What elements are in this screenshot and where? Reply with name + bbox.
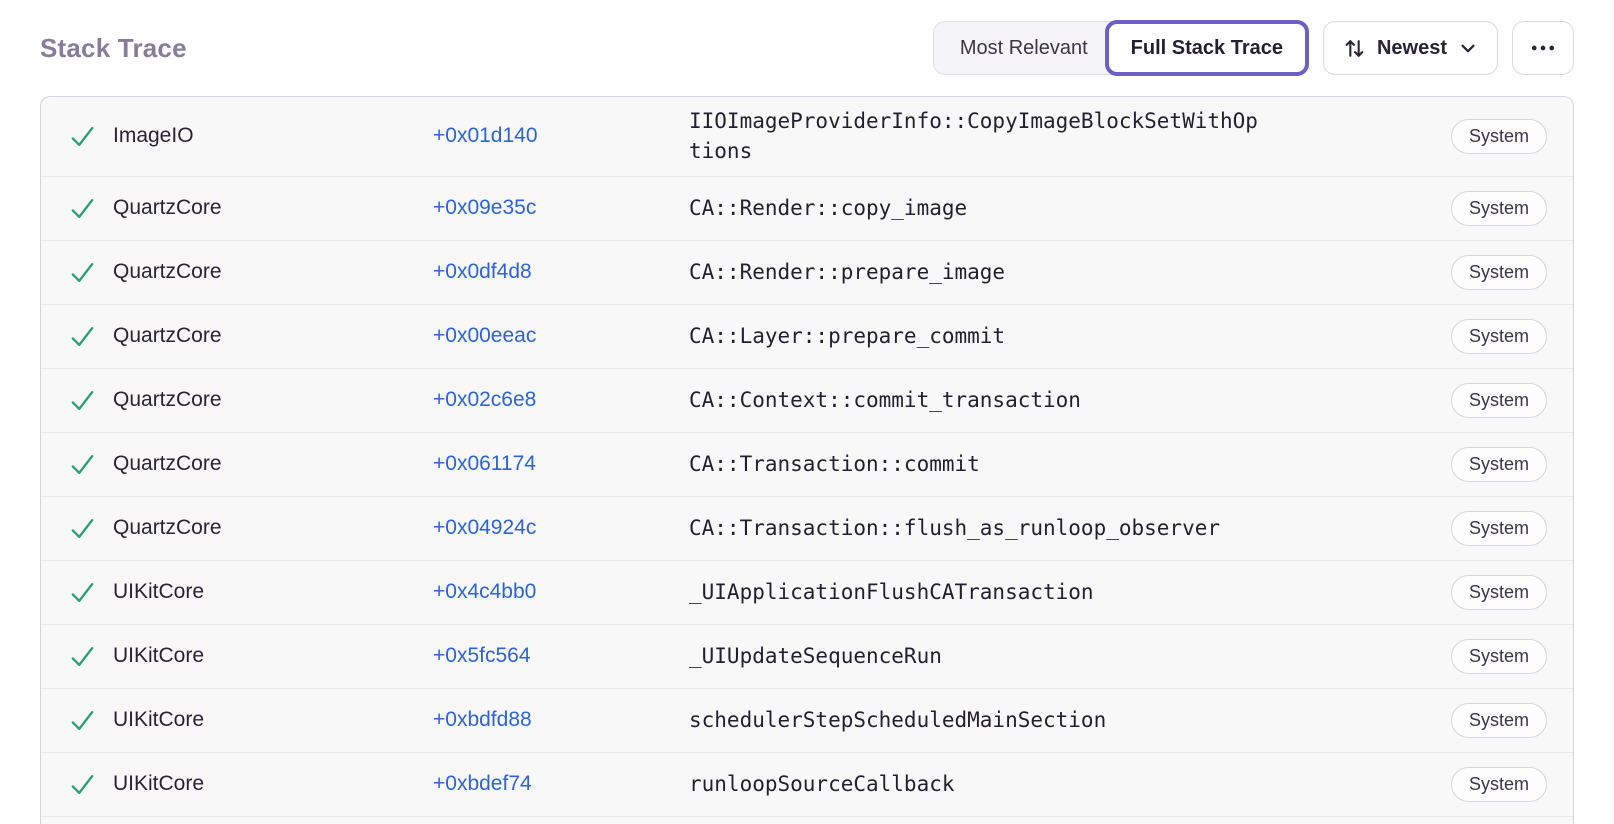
- next-frame-row-partial: [41, 815, 1573, 824]
- frame-system-badge: System: [1450, 318, 1547, 354]
- frame-address-link[interactable]: +0x5fc564: [433, 644, 531, 668]
- sort-button-label: Newest: [1376, 36, 1447, 59]
- frame-function: CA::Render::prepare_image: [689, 260, 1006, 285]
- frame-module: ImageIO: [113, 124, 194, 148]
- frame-address-link[interactable]: +0x09e35c: [433, 196, 537, 220]
- sort-newest-button[interactable]: Newest: [1322, 21, 1498, 75]
- frame-system-badge: System: [1450, 118, 1547, 154]
- frame-badge-cell: System: [1265, 638, 1547, 674]
- checkmark-icon: [67, 120, 99, 152]
- frame-badge-cell: System: [1265, 446, 1547, 482]
- frame-badge-cell: System: [1265, 190, 1547, 226]
- frame-module: UIKitCore: [113, 708, 205, 732]
- frame-system-badge: System: [1450, 510, 1547, 546]
- page-title: Stack Trace: [40, 32, 187, 63]
- stack-frame-row[interactable]: UIKitCore +0xbdfd88 schedulerStepSchedul…: [41, 687, 1573, 752]
- frame-badge-cell: System: [1265, 510, 1547, 546]
- stack-frame-row[interactable]: UIKitCore +0xbdef74 runloopSourceCallbac…: [41, 751, 1573, 816]
- frame-system-badge: System: [1450, 190, 1547, 226]
- frame-badge-cell: System: [1265, 118, 1547, 154]
- frame-module: QuartzCore: [113, 196, 222, 220]
- stack-frame-row[interactable]: QuartzCore +0x00eeac CA::Layer::prepare_…: [41, 303, 1573, 368]
- checkmark-icon: [67, 256, 99, 288]
- frame-badge-cell: System: [1265, 382, 1547, 418]
- frame-function: _UIUpdateSequenceRun: [689, 644, 942, 669]
- frame-address-link[interactable]: +0x02c6e8: [433, 388, 537, 412]
- checkmark-icon: [67, 448, 99, 480]
- frame-function: CA::Context::commit_transaction: [689, 388, 1081, 413]
- frame-module: UIKitCore: [113, 644, 205, 668]
- checkmark-icon: [67, 192, 99, 224]
- frame-function: CA::Transaction::commit: [689, 452, 980, 477]
- checkmark-icon: [67, 640, 99, 672]
- frame-system-badge: System: [1450, 638, 1547, 674]
- frame-function: CA::Render::copy_image: [689, 196, 968, 221]
- frame-function: CA::Transaction::flush_as_runloop_observ…: [689, 516, 1221, 541]
- more-options-button[interactable]: [1512, 21, 1574, 75]
- checkmark-icon: [67, 704, 99, 736]
- frame-function: CA::Layer::prepare_commit: [689, 324, 1006, 349]
- frame-module: UIKitCore: [113, 580, 205, 604]
- frame-system-badge: System: [1450, 382, 1547, 418]
- frame-system-badge: System: [1450, 702, 1547, 738]
- stack-frame-row[interactable]: QuartzCore +0x09e35c CA::Render::copy_im…: [41, 175, 1573, 240]
- view-toggle: Most Relevant Full Stack Trace: [932, 20, 1309, 76]
- frame-address-link[interactable]: +0x0df4d8: [433, 260, 532, 284]
- checkmark-icon: [67, 512, 99, 544]
- frame-system-badge: System: [1450, 766, 1547, 802]
- frame-function: schedulerStepScheduledMainSection: [689, 708, 1107, 733]
- frame-function: _UIApplicationFlushCATransaction: [689, 580, 1094, 605]
- frame-address-link[interactable]: +0xbdfd88: [433, 708, 532, 732]
- frame-module: QuartzCore: [113, 516, 222, 540]
- stack-frame-row[interactable]: UIKitCore +0x4c4bb0 _UIApplicationFlushC…: [41, 559, 1573, 624]
- frame-module: QuartzCore: [113, 324, 222, 348]
- frame-function: IIOImageProviderInfo::CopyImageBlockSetW…: [689, 109, 1258, 164]
- frame-badge-cell: System: [1265, 574, 1547, 610]
- frame-system-badge: System: [1450, 446, 1547, 482]
- full-stack-trace-button[interactable]: Full Stack Trace: [1104, 20, 1309, 76]
- frame-address-link[interactable]: +0x04924c: [433, 516, 537, 540]
- frame-rows: ImageIO +0x01d140 IIOImageProviderInfo::…: [41, 97, 1573, 816]
- most-relevant-button[interactable]: Most Relevant: [932, 21, 1129, 75]
- stack-frame-row[interactable]: QuartzCore +0x04924c CA::Transaction::fl…: [41, 495, 1573, 560]
- chevron-down-icon: [1457, 37, 1479, 59]
- frame-address-link[interactable]: +0x01d140: [433, 124, 538, 148]
- stack-frame-row[interactable]: UIKitCore +0x5fc564 _UIUpdateSequenceRun…: [41, 623, 1573, 688]
- stack-frame-row[interactable]: QuartzCore +0x061174 CA::Transaction::co…: [41, 431, 1573, 496]
- checkmark-icon: [67, 768, 99, 800]
- stack-frame-row[interactable]: ImageIO +0x01d140 IIOImageProviderInfo::…: [41, 97, 1573, 176]
- frame-module: QuartzCore: [113, 260, 222, 284]
- frame-system-badge: System: [1450, 574, 1547, 610]
- frame-badge-cell: System: [1265, 254, 1547, 290]
- frame-address-link[interactable]: +0x00eeac: [433, 324, 537, 348]
- frame-function: runloopSourceCallback: [689, 772, 955, 797]
- frame-address-link[interactable]: +0x061174: [433, 452, 536, 476]
- stack-frame-row[interactable]: QuartzCore +0x0df4d8 CA::Render::prepare…: [41, 239, 1573, 304]
- frame-address-link[interactable]: +0x4c4bb0: [433, 580, 537, 604]
- checkmark-icon: [67, 576, 99, 608]
- checkmark-icon: [67, 384, 99, 416]
- frame-badge-cell: System: [1265, 702, 1547, 738]
- frame-module: QuartzCore: [113, 452, 222, 476]
- section-header: Stack Trace Most Relevant Full Stack Tra…: [40, 0, 1574, 96]
- frame-system-badge: System: [1450, 254, 1547, 290]
- ellipsis-icon: [1529, 34, 1557, 62]
- frame-module: UIKitCore: [113, 772, 205, 796]
- checkmark-icon: [67, 320, 99, 352]
- frame-badge-cell: System: [1265, 318, 1547, 354]
- stack-trace-table: ImageIO +0x01d140 IIOImageProviderInfo::…: [40, 96, 1574, 824]
- sort-arrows-icon: [1342, 36, 1367, 61]
- frame-badge-cell: System: [1265, 766, 1547, 802]
- header-controls: Most Relevant Full Stack Trace Newest: [932, 20, 1574, 76]
- stack-frame-row[interactable]: QuartzCore +0x02c6e8 CA::Context::commit…: [41, 367, 1573, 432]
- frame-module: QuartzCore: [113, 388, 222, 412]
- frame-address-link[interactable]: +0xbdef74: [433, 772, 532, 796]
